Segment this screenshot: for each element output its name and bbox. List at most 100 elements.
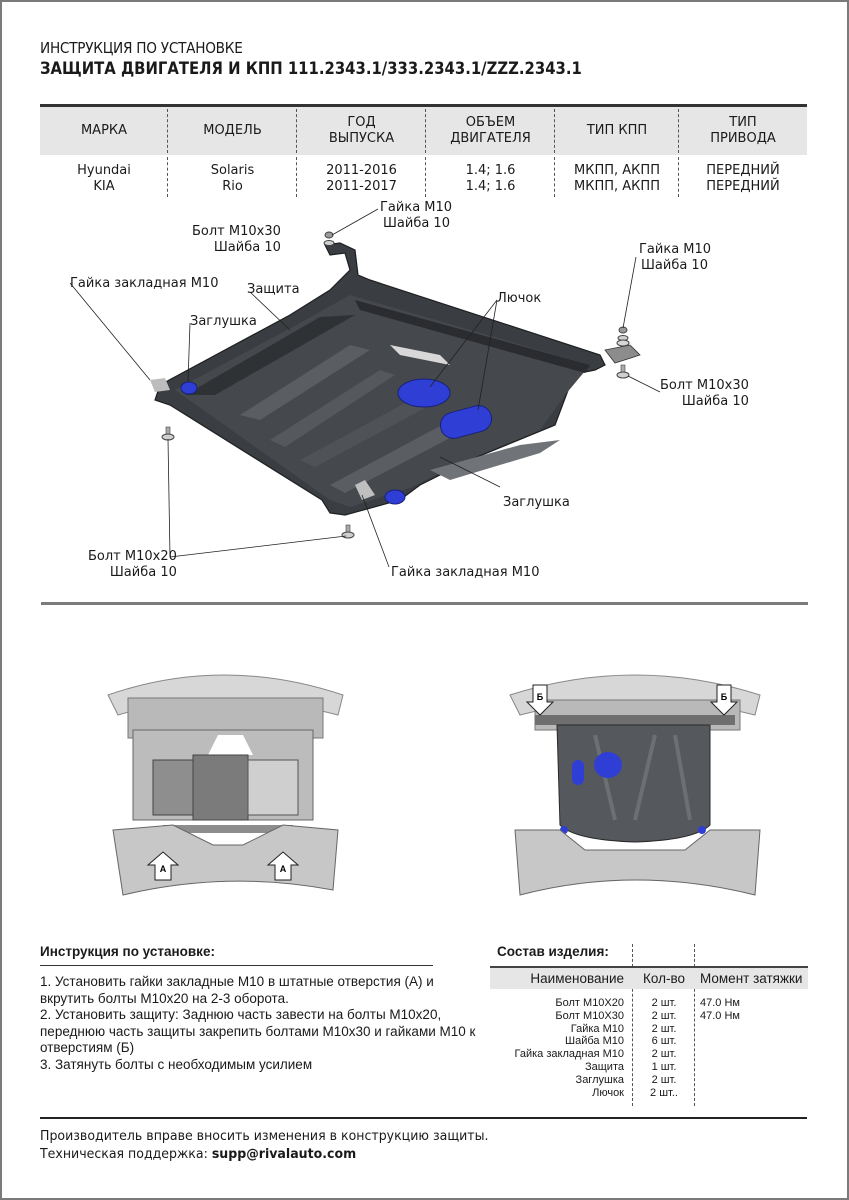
item-name: Лючок	[592, 1086, 624, 1099]
support-email[interactable]: supp@rivalauto.com	[211, 1146, 357, 1162]
plug-right-installed	[698, 826, 706, 834]
item-qty: 6 шт.	[651, 1035, 677, 1048]
cell: ПЕРЕДНИЙ	[706, 163, 780, 178]
item-qty: 2 шт.	[651, 1073, 677, 1086]
cell: 1.4; 1.6	[465, 179, 516, 194]
hatch-round	[397, 378, 451, 408]
plug-left	[180, 381, 198, 395]
cell: МКПП, АКПП	[574, 163, 660, 178]
underbody-after-install: Б Б	[509, 674, 761, 896]
col-header-make: МАРКА	[40, 107, 168, 155]
composition-title: Состав изделия:	[497, 944, 609, 959]
marker-a-left: А	[146, 851, 180, 881]
hardware-bolt-left	[161, 426, 175, 441]
item-name: Гайка М10	[570, 1022, 624, 1035]
callout-text: Болт М10х20	[88, 549, 177, 564]
item-qty: 2 шт.	[651, 1009, 677, 1022]
footer-note: Производитель вправе вносить изменения в…	[40, 1128, 489, 1144]
col-header-text: МОДЕЛЬ	[203, 123, 262, 138]
footer-support: Техническая поддержка: supp@rivalauto.co…	[40, 1146, 356, 1162]
col-header-torque: Момент затяжки	[700, 971, 803, 986]
hardware-nut-right	[616, 326, 630, 347]
col-header-text: ВЫПУСКА	[328, 131, 395, 146]
col-header-text: ТИП	[729, 115, 757, 130]
callout-text: Шайба 10	[681, 394, 749, 409]
item-qty: 1 шт.	[651, 1060, 677, 1073]
item-torque: 47.0 Нм	[700, 997, 740, 1009]
item-qty: 2 шт..	[650, 1086, 678, 1099]
callout-text: Шайба 10	[109, 565, 177, 580]
item-qty: 2 шт.	[651, 1022, 677, 1035]
item-torque	[692, 1023, 808, 1036]
engine-guard-plate	[150, 242, 641, 516]
composition-row: Болт М10Х30 2 шт. 47.0 Нм	[490, 1010, 808, 1023]
item-torque	[692, 1074, 808, 1087]
table-top-rule	[40, 104, 807, 107]
composition-header: Наименование Кол-во Момент затяжки	[490, 968, 808, 989]
hatch-oval	[439, 405, 493, 439]
item-torque	[692, 1048, 808, 1061]
item-name: Защита	[585, 1060, 624, 1073]
item-qty: 2 шт.	[651, 1048, 677, 1061]
callout-hatch: Лючок	[497, 291, 542, 306]
cell: KIA	[93, 179, 115, 194]
cell: 2011-2016	[326, 163, 397, 178]
col-header-name: Наименование	[530, 971, 624, 986]
instruction-step: 2. Установить защиту: Заднюю часть завес…	[40, 1007, 476, 1055]
cell: 1.4; 1.6	[465, 163, 516, 178]
marker-b-right: Б	[709, 684, 739, 716]
cell: 2011-2017	[326, 179, 397, 194]
cell: Hyundai	[77, 163, 131, 178]
hatch-round-installed	[594, 752, 622, 778]
item-name: Шайба М10	[565, 1035, 624, 1048]
plug-bottom	[384, 489, 406, 505]
underbody-before-install: А А	[107, 674, 344, 896]
cell: ПЕРЕДНИЙ	[706, 179, 780, 194]
col-header-text: МАРКА	[80, 123, 128, 138]
item-name: Болт М10Х30	[555, 1009, 624, 1022]
doc-title: ЗАЩИТА ДВИГАТЕЛЯ И КПП 111.2343.1/333.23…	[40, 59, 582, 78]
hardware-bolt-right	[616, 364, 630, 379]
callout-guard: Защита	[247, 282, 300, 297]
composition-col-divider	[694, 944, 695, 1106]
callout-text: Болт М10х30	[660, 378, 749, 393]
composition-row: Защита 1 шт.	[490, 1061, 808, 1074]
hardware-nut-top	[323, 231, 335, 246]
composition-row: Гайка М10 2 шт.	[490, 1023, 808, 1036]
support-label: Техническая поддержка:	[40, 1146, 212, 1162]
instruction-step: 1. Установить гайки закладные М10 в штат…	[40, 974, 434, 1006]
callout-text: Гайка М10	[639, 242, 712, 257]
item-torque: 47.0 Нм	[700, 1009, 740, 1022]
leader-lines	[69, 208, 661, 568]
marker-label: А	[160, 864, 167, 874]
composition-row: Лючок 2 шт..	[490, 1087, 808, 1100]
instructions-rule	[40, 965, 433, 966]
composition-table: Наименование Кол-во Момент затяжки Болт …	[490, 966, 808, 1099]
col-header-model: МОДЕЛЬ	[168, 107, 297, 155]
callout-text: Шайба 10	[213, 240, 281, 255]
instruction-step: 3. Затянуть болты с необходимым усилием	[40, 1056, 313, 1072]
callout-plug-bottom: Заглушка	[503, 495, 570, 510]
composition-col-divider	[632, 944, 633, 1106]
marker-label: Б	[537, 692, 544, 702]
cell: Solaris	[210, 163, 255, 178]
col-header-text: ДВИГАТЕЛЯ	[450, 131, 531, 146]
